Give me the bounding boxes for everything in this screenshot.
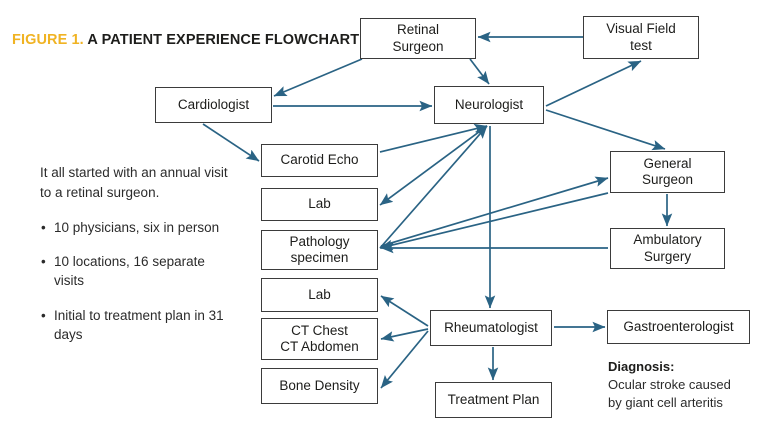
edge-retinal_surgeon-to-cardiologist xyxy=(273,58,363,97)
node-label: Pathology specimen xyxy=(289,233,350,265)
node-lab_upper[interactable]: Lab xyxy=(261,188,378,221)
list-item-label: 10 locations, 16 separate visits xyxy=(54,254,205,289)
page-title: A PATIENT EXPERIENCE FLOWCHART xyxy=(87,32,360,48)
edge-neurologist-to-visual_field xyxy=(545,60,642,107)
list-item-label: Initial to treatment plan in 31 days xyxy=(54,307,224,342)
bullet-icon: • xyxy=(41,307,46,323)
edge-cardiologist-to-carotid_echo xyxy=(202,123,260,162)
edge-retinal_surgeon-to-neurologist xyxy=(469,58,490,85)
node-retinal_surgeon[interactable]: Retinal Surgeon xyxy=(360,18,476,59)
narrative-block: It all started with an annual visit to a… xyxy=(40,163,230,344)
diagnosis-heading: Diagnosis: xyxy=(608,359,675,374)
edge-rheumatologist-to-lab_lower xyxy=(380,295,429,327)
node-treatment_plan[interactable]: Treatment Plan xyxy=(435,382,552,418)
node-label: Retinal Surgeon xyxy=(392,22,444,54)
edge-neurologist-to-general_surgeon xyxy=(545,109,666,151)
edge-carotid_echo-to-neurologist xyxy=(379,123,488,153)
edge-neurologist-to-lab_upper xyxy=(379,125,488,206)
narrative-intro: It all started with an annual visit to a… xyxy=(40,165,228,200)
list-item: • 10 physicians, six in person xyxy=(40,218,230,237)
node-label: Carotid Echo xyxy=(280,152,359,168)
bullet-icon: • xyxy=(41,254,46,270)
node-visual_field[interactable]: Visual Field test xyxy=(583,16,699,59)
node-label: Lab xyxy=(308,196,331,212)
list-item: • Initial to treatment plan in 31 days xyxy=(40,306,230,344)
node-label: Rheumatologist xyxy=(444,319,538,335)
node-label: Neurologist xyxy=(454,96,524,112)
node-carotid_echo[interactable]: Carotid Echo xyxy=(261,144,378,177)
node-bone_density[interactable]: Bone Density xyxy=(261,368,378,404)
node-neurologist[interactable]: Neurologist xyxy=(434,86,544,124)
edge-rheumatologist-to-bone_density xyxy=(380,330,429,389)
edge-rheumatologist-to-ct_chest_abdomen xyxy=(380,328,429,342)
node-label: Gastroenterologist xyxy=(623,318,734,334)
node-label: CT Chest CT Abdomen xyxy=(280,322,359,354)
list-item: • 10 locations, 16 separate visits xyxy=(40,252,230,290)
node-lab_lower[interactable]: Lab xyxy=(261,278,378,312)
node-cardiologist[interactable]: Cardiologist xyxy=(155,87,272,123)
figure-title: FIGURE 1. A PATIENT EXPERIENCE FLOWCHART xyxy=(12,33,359,48)
edge-general_surgeon-to-pathology_specimen xyxy=(379,192,609,251)
node-label: Treatment Plan xyxy=(447,391,540,407)
node-label: Visual Field test xyxy=(606,21,676,53)
node-pathology_specimen[interactable]: Pathology specimen xyxy=(261,230,378,270)
diagnosis-block: Diagnosis: Ocular stroke caused by giant… xyxy=(608,358,770,413)
node-ct_chest_abdomen[interactable]: CT Chest CT Abdomen xyxy=(261,318,378,360)
node-label: Ambulatory Surgery xyxy=(633,232,702,264)
narrative-bullet-list: • 10 physicians, six in person • 10 loca… xyxy=(40,218,230,344)
bullet-icon: • xyxy=(41,220,46,236)
node-rheumatologist[interactable]: Rheumatologist xyxy=(430,310,552,346)
diagnosis-text: Ocular stroke caused by giant cell arter… xyxy=(608,377,731,411)
node-ambulatory_surgery[interactable]: Ambulatory Surgery xyxy=(610,228,725,269)
node-gastroenterologist[interactable]: Gastroenterologist xyxy=(607,310,750,344)
node-general_surgeon[interactable]: General Surgeon xyxy=(610,151,725,193)
node-label: General Surgeon xyxy=(641,155,694,187)
figure-number: FIGURE 1. xyxy=(12,32,84,48)
node-label: Lab xyxy=(308,286,331,302)
node-label: Cardiologist xyxy=(177,96,250,112)
edge-pathology_specimen-to-general_surgeon xyxy=(380,176,609,247)
list-item-label: 10 physicians, six in person xyxy=(54,220,220,236)
edge-pathology_specimen-to-neurologist xyxy=(379,125,488,249)
node-label: Bone Density xyxy=(279,377,360,393)
